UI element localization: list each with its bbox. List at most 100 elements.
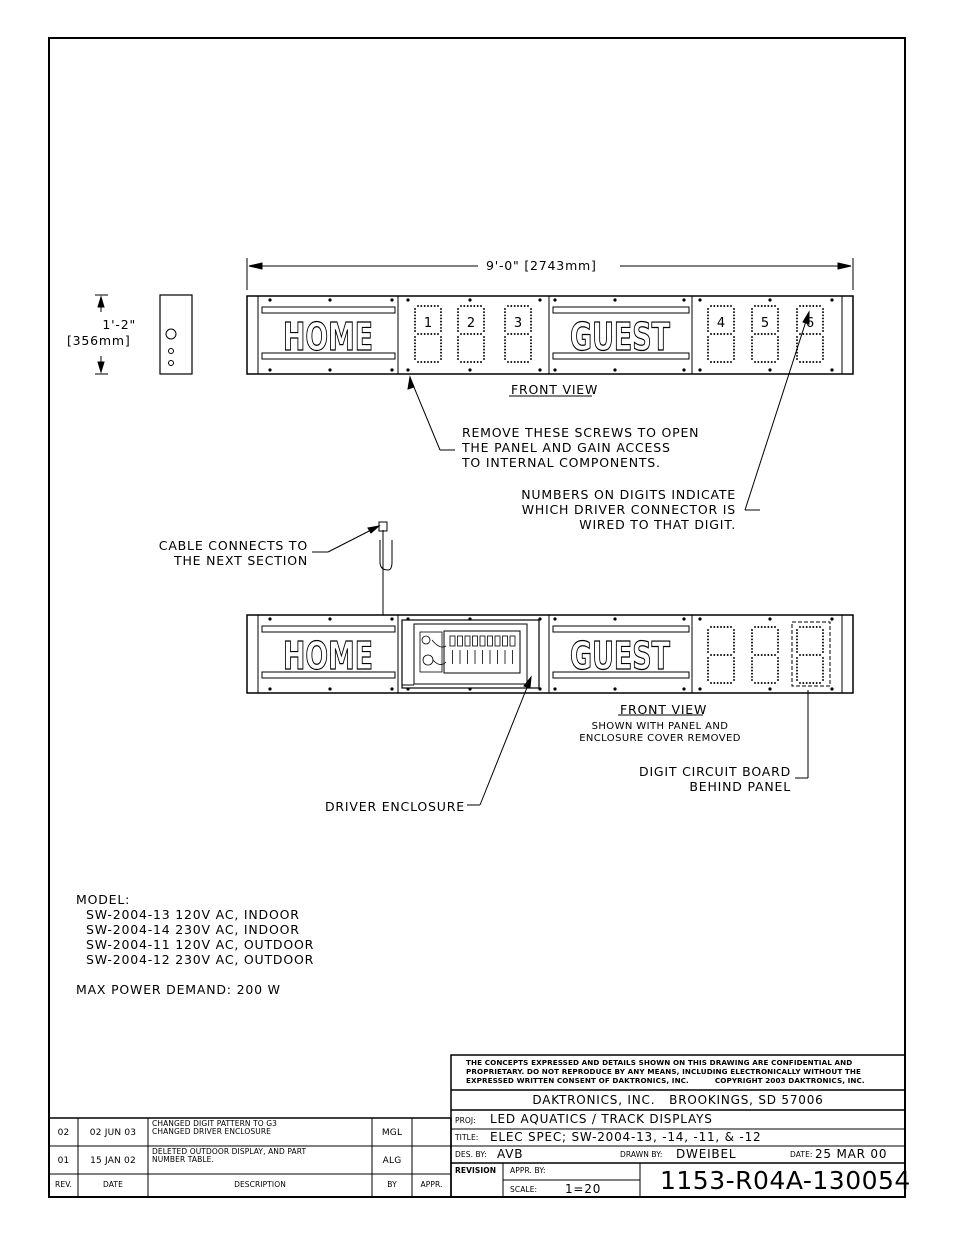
led-dot bbox=[414, 345, 416, 348]
led-dot bbox=[757, 682, 760, 684]
led-dot bbox=[733, 663, 735, 666]
led-dot bbox=[433, 361, 436, 363]
led-dot bbox=[710, 654, 712, 656]
led-dot bbox=[710, 682, 712, 684]
digit-number-2: 2 bbox=[467, 316, 475, 331]
confidential-line2: PROPRIETARY. DO NOT REPRODUCE BY ANY MEA… bbox=[466, 1067, 862, 1076]
led-dot bbox=[751, 354, 753, 357]
led-dot bbox=[815, 361, 818, 363]
led-dot bbox=[433, 305, 436, 307]
led-dot bbox=[796, 666, 798, 669]
led-dot bbox=[483, 345, 485, 348]
led-dot bbox=[440, 311, 442, 314]
led-dot bbox=[414, 308, 416, 310]
led-dot bbox=[822, 641, 824, 644]
date-label: DATE: bbox=[790, 1150, 813, 1159]
led-dot bbox=[809, 654, 811, 656]
drawing-date: 25 MAR 00 bbox=[815, 1147, 888, 1161]
led-dot bbox=[440, 330, 442, 332]
led-dot bbox=[799, 682, 801, 684]
note-driver-enclosure: DRIVER ENCLOSURE bbox=[325, 799, 465, 814]
led-dot bbox=[770, 333, 773, 335]
led-dot bbox=[751, 336, 753, 338]
led-dot bbox=[457, 317, 459, 320]
led-dot bbox=[716, 333, 719, 335]
led-dot bbox=[707, 345, 709, 348]
led-dot bbox=[822, 672, 824, 675]
led-dot bbox=[754, 682, 756, 684]
led-dot bbox=[707, 635, 709, 638]
digit-number-5: 5 bbox=[761, 316, 769, 331]
led-digits bbox=[414, 305, 824, 684]
led-dot bbox=[796, 320, 798, 323]
led-dot bbox=[457, 308, 459, 310]
led-dot bbox=[796, 647, 798, 650]
led-dot bbox=[767, 654, 770, 656]
led-dot bbox=[723, 626, 726, 628]
led-dot bbox=[713, 654, 716, 656]
relay bbox=[509, 635, 516, 647]
rev-row2-by: ALG bbox=[382, 1156, 402, 1166]
led-dot bbox=[774, 361, 776, 363]
led-dot bbox=[757, 305, 760, 307]
screw bbox=[390, 298, 394, 302]
led-dot bbox=[530, 339, 532, 342]
screw bbox=[768, 298, 772, 302]
proj-label: PROJ: bbox=[455, 1116, 476, 1125]
led-dot bbox=[770, 654, 773, 656]
led-dot bbox=[733, 657, 735, 659]
led-dot bbox=[770, 626, 773, 628]
led-dot bbox=[751, 641, 753, 644]
led-dot bbox=[507, 361, 509, 363]
led-dot bbox=[707, 348, 709, 351]
led-dot bbox=[707, 672, 709, 675]
screw bbox=[468, 298, 472, 302]
led-dot bbox=[723, 361, 726, 363]
led-dot bbox=[716, 654, 719, 656]
screw bbox=[328, 687, 332, 691]
led-dot bbox=[751, 314, 753, 317]
led-dot bbox=[774, 626, 776, 628]
led-dot bbox=[822, 336, 824, 338]
led-dot bbox=[822, 666, 824, 669]
appr-by-label: APPR. BY: bbox=[510, 1166, 546, 1175]
home-caption-1: HOME bbox=[283, 315, 373, 359]
screw bbox=[406, 617, 410, 621]
digit-number-4: 4 bbox=[717, 316, 725, 331]
screw bbox=[830, 298, 834, 302]
led-dot bbox=[809, 305, 811, 307]
led-dot bbox=[530, 326, 532, 329]
rev-header-date: DATE bbox=[103, 1180, 123, 1189]
led-dot bbox=[733, 629, 735, 631]
screw bbox=[468, 368, 472, 372]
led-dot bbox=[760, 626, 763, 628]
led-dot bbox=[822, 632, 824, 635]
led-dot bbox=[796, 672, 798, 675]
led-dot bbox=[530, 308, 532, 310]
led-dot bbox=[733, 314, 735, 317]
led-dot bbox=[777, 672, 779, 675]
led-dot bbox=[733, 641, 735, 644]
led-dot bbox=[726, 361, 729, 363]
led-dot bbox=[457, 342, 459, 345]
led-dot bbox=[767, 333, 770, 335]
led-dot bbox=[440, 308, 442, 310]
led-dot bbox=[530, 320, 532, 323]
led-dot bbox=[777, 635, 779, 638]
led-dot bbox=[457, 348, 459, 351]
relay bbox=[494, 635, 501, 647]
led-dot bbox=[476, 333, 479, 335]
led-dot bbox=[733, 336, 735, 338]
led-dot bbox=[822, 663, 824, 666]
screw bbox=[406, 368, 410, 372]
led-dot bbox=[751, 669, 753, 672]
connector bbox=[421, 635, 431, 645]
led-dot bbox=[809, 361, 811, 363]
led-dot bbox=[457, 330, 459, 332]
led-dot bbox=[473, 361, 476, 363]
led-dot bbox=[733, 326, 735, 329]
led-dot bbox=[504, 354, 506, 357]
led-dot bbox=[483, 351, 485, 354]
led-dot bbox=[777, 323, 779, 326]
led-dot bbox=[760, 654, 763, 656]
